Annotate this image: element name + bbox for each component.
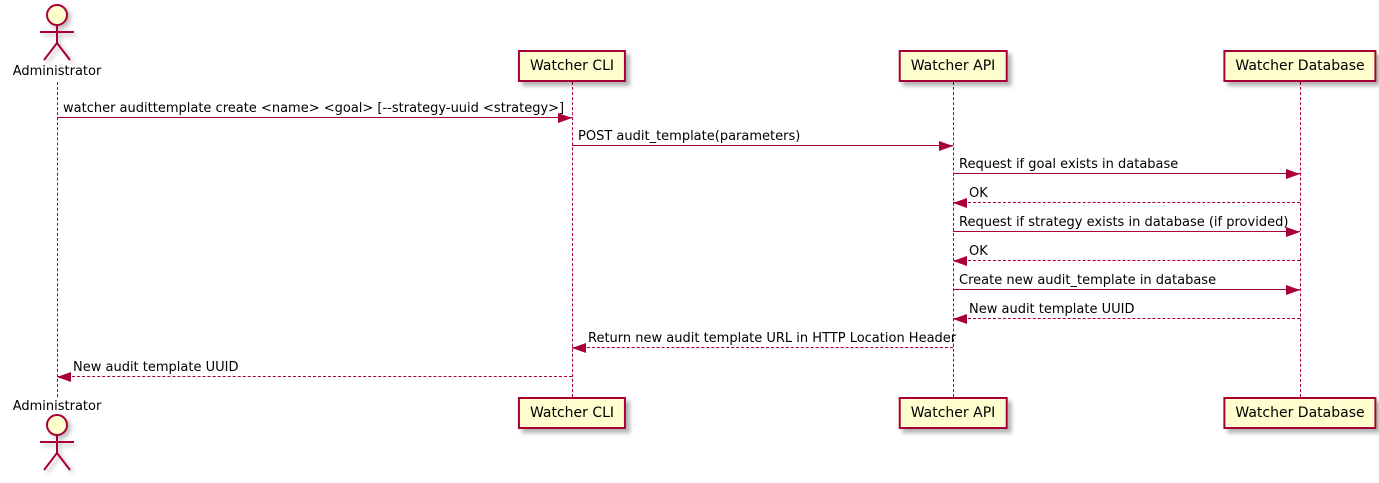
message-line bbox=[572, 347, 953, 348]
message-label: Request if strategy exists in database (… bbox=[959, 215, 1289, 230]
message-2: POST audit_template(parameters) bbox=[572, 128, 953, 151]
actor-label-administrator-top: Administrator bbox=[12, 64, 102, 79]
participant-watcher-api-top: Watcher API bbox=[898, 50, 1008, 82]
message-label: POST audit_template(parameters) bbox=[578, 129, 801, 144]
message-1: watcher audittemplate create <name> <goa… bbox=[57, 100, 572, 123]
actor-label-administrator-bottom: Administrator bbox=[12, 399, 102, 414]
lifeline-watcher-database bbox=[1300, 82, 1301, 397]
message-line bbox=[953, 260, 1300, 261]
arrowhead-right-icon bbox=[939, 141, 953, 151]
participant-watcher-database-bottom: Watcher Database bbox=[1223, 397, 1377, 429]
arrowhead-right-icon bbox=[558, 113, 572, 123]
message-label: Return new audit template URL in HTTP Lo… bbox=[588, 331, 957, 346]
message-label: Create new audit_template in database bbox=[959, 273, 1217, 288]
participant-watcher-cli-top: Watcher CLI bbox=[517, 50, 627, 82]
participant-watcher-database-top: Watcher Database bbox=[1223, 50, 1377, 82]
message-3: Request if goal exists in database bbox=[953, 156, 1300, 179]
message-line bbox=[953, 289, 1300, 290]
message-line bbox=[57, 117, 572, 118]
message-10: New audit template UUID bbox=[57, 359, 572, 382]
arrowhead-right-icon bbox=[1286, 169, 1300, 179]
lifeline-watcher-cli bbox=[572, 82, 573, 397]
participant-watcher-cli-bottom: Watcher CLI bbox=[517, 397, 627, 429]
arrowhead-left-icon bbox=[57, 372, 71, 382]
arrowhead-left-icon bbox=[953, 256, 967, 266]
message-label: watcher audittemplate create <name> <goa… bbox=[63, 101, 565, 116]
actor-person-icon bbox=[37, 413, 77, 473]
message-label: OK bbox=[969, 244, 988, 259]
message-5: Request if strategy exists in database (… bbox=[953, 214, 1300, 237]
lifeline-administrator bbox=[57, 82, 58, 397]
message-line bbox=[572, 145, 953, 146]
message-line bbox=[953, 173, 1300, 174]
arrowhead-left-icon bbox=[953, 314, 967, 324]
arrowhead-left-icon bbox=[953, 198, 967, 208]
arrowhead-left-icon bbox=[572, 343, 586, 353]
message-line bbox=[953, 231, 1300, 232]
lifeline-watcher-api bbox=[953, 82, 954, 397]
message-4: OK bbox=[953, 185, 1300, 208]
message-line bbox=[953, 318, 1300, 319]
message-label: New audit template UUID bbox=[969, 302, 1135, 317]
message-line bbox=[57, 376, 572, 377]
message-label: Request if goal exists in database bbox=[959, 157, 1179, 172]
message-7: Create new audit_template in database bbox=[953, 272, 1300, 295]
message-label: New audit template UUID bbox=[73, 360, 239, 375]
actor-person-icon bbox=[37, 3, 77, 63]
arrowhead-right-icon bbox=[1286, 227, 1300, 237]
arrowhead-right-icon bbox=[1286, 285, 1300, 295]
message-6: OK bbox=[953, 243, 1300, 266]
participant-watcher-api-bottom: Watcher API bbox=[898, 397, 1008, 429]
message-8: New audit template UUID bbox=[953, 301, 1300, 324]
message-line bbox=[953, 202, 1300, 203]
message-label: OK bbox=[969, 186, 988, 201]
message-9: Return new audit template URL in HTTP Lo… bbox=[572, 330, 957, 353]
